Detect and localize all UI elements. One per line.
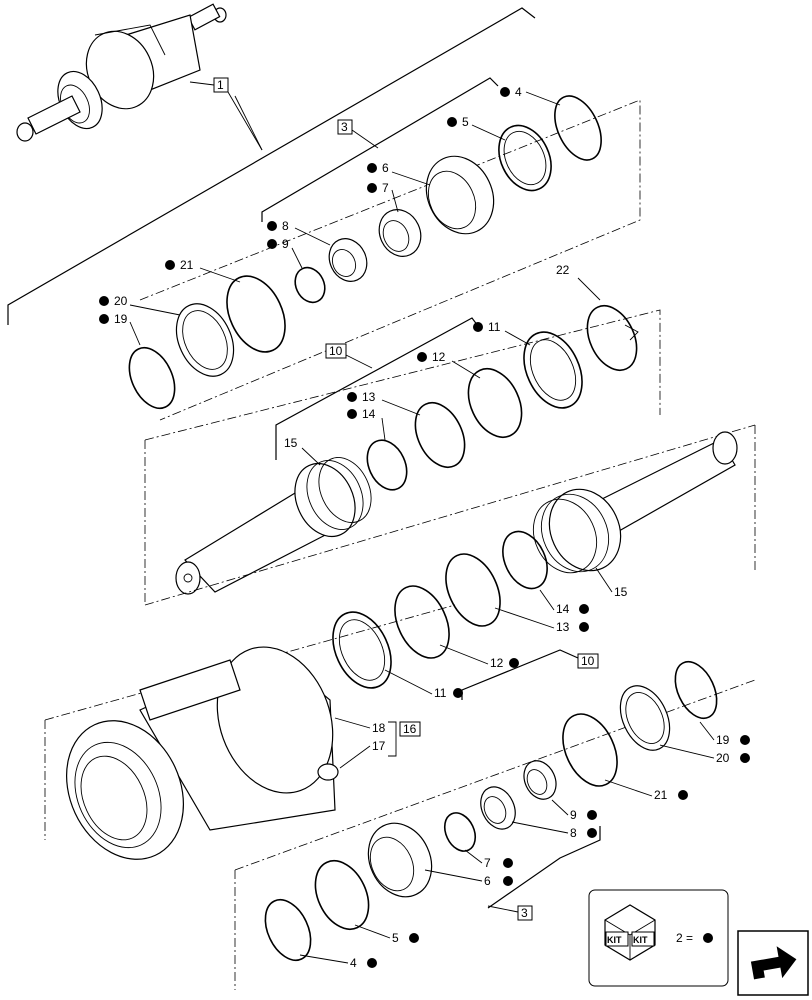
part-number-label: 13 <box>556 620 570 634</box>
return-arrow-icon[interactable] <box>737 930 809 996</box>
part-number-label: 14 <box>362 407 376 421</box>
part-number-label: 16 <box>403 722 417 736</box>
part-number-label: 13 <box>362 390 376 404</box>
callouts-middle-lower: 15 14 13 10 12 11 <box>384 567 628 700</box>
assembled-cylinder-illustration <box>16 3 227 142</box>
part-number-label: 11 <box>488 320 501 334</box>
part-number-label: 12 <box>490 656 504 670</box>
part-number-label: 5 <box>462 115 469 129</box>
part-number-label: 9 <box>570 808 577 822</box>
part-number-label: 6 <box>382 161 389 175</box>
part-number-label: 15 <box>284 436 298 450</box>
part-number-label: 7 <box>382 181 389 195</box>
part-number-label: 14 <box>556 602 570 616</box>
part-number-label: 8 <box>570 826 577 840</box>
callouts-lower: 19 20 21 9 8 7 6 5 4 <box>299 721 750 970</box>
group-3-upper: 3 <box>128 77 641 421</box>
kit-text-right: KIT <box>633 935 648 945</box>
part-number-label: 10 <box>329 344 343 358</box>
part-number-label: 19 <box>716 733 730 747</box>
kit-legend-text: 2 = <box>676 931 693 945</box>
part-number-label: 17 <box>372 739 386 753</box>
part-number-label: 5 <box>392 931 399 945</box>
part-number-label: 18 <box>372 721 386 735</box>
part-number-label: 19 <box>114 312 128 326</box>
part-number-label: 22 <box>556 263 570 277</box>
bracket-line-top <box>7 7 536 325</box>
kit-legend-dot <box>703 933 713 943</box>
callouts-middle-upper: 11 12 13 14 22 15 <box>284 263 601 466</box>
group-3-lower: 3 <box>234 660 756 990</box>
part-number-label: 20 <box>114 294 128 308</box>
part-number-label: 6 <box>484 874 491 888</box>
part-number-label: 11 <box>434 686 447 700</box>
part-number-label: 10 <box>581 654 595 668</box>
callouts-upper: 4 5 6 7 8 9 21 20 19 <box>99 85 561 346</box>
part-number-label: 12 <box>432 350 446 364</box>
part-number-label: 4 <box>350 956 357 970</box>
callout-1: 1 <box>189 77 263 151</box>
part-number-label: 9 <box>282 237 289 251</box>
part-number-label: 21 <box>180 258 194 272</box>
cylinder-barrel-illustration <box>44 604 456 860</box>
part-number-label: 1 <box>217 78 224 92</box>
part-number-label: 20 <box>716 751 730 765</box>
part-number-label: 7 <box>484 856 491 870</box>
callouts-barrel: 18 17 16 <box>334 717 421 769</box>
kit-text-left: KIT <box>607 935 622 945</box>
part-number-label: 8 <box>282 219 289 233</box>
group-10-upper: 10 <box>144 305 661 605</box>
kit-boxes-icon: KIT KIT <box>604 904 656 961</box>
part-number-label: 21 <box>654 788 668 802</box>
part-number-label: 15 <box>614 585 628 599</box>
part-number-label: 3 <box>521 906 528 920</box>
piston-rod-illustration <box>144 424 756 689</box>
kit-legend: KIT KIT 2 = <box>588 889 729 987</box>
part-number-label: 4 <box>515 85 522 99</box>
part-number-label: 3 <box>341 120 348 134</box>
